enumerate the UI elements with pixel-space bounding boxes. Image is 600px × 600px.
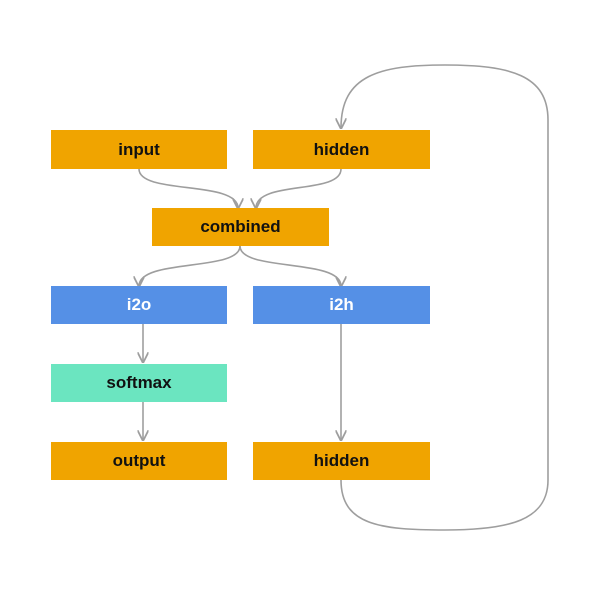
node-combined-label: combined: [200, 217, 281, 236]
node-softmax-label: softmax: [106, 373, 172, 392]
node-output-label: output: [112, 451, 166, 470]
edge-hidden-to-combined: [256, 168, 342, 208]
edge-combined-to-i2h: [239, 245, 341, 286]
edge-input-to-combined: [138, 168, 238, 208]
edge-hidden-loop: [341, 64, 549, 531]
node-i2o: i2o: [51, 286, 227, 324]
node-output: output: [51, 442, 227, 480]
node-input: input: [51, 130, 227, 169]
node-i2h: i2h: [253, 286, 430, 324]
node-input-label: input: [118, 139, 160, 159]
node-hidden-out-label: hidden: [313, 451, 370, 470]
node-softmax: softmax: [51, 364, 227, 402]
node-combined: combined: [152, 208, 329, 246]
node-hidden-in: hidden: [253, 130, 430, 169]
edge-combined-to-i2o: [139, 245, 241, 286]
node-i2o-label: i2o: [126, 295, 152, 314]
node-i2h-label: i2h: [329, 295, 354, 314]
node-hidden-out: hidden: [253, 442, 430, 480]
node-hidden-in-label: hidden: [313, 139, 370, 159]
